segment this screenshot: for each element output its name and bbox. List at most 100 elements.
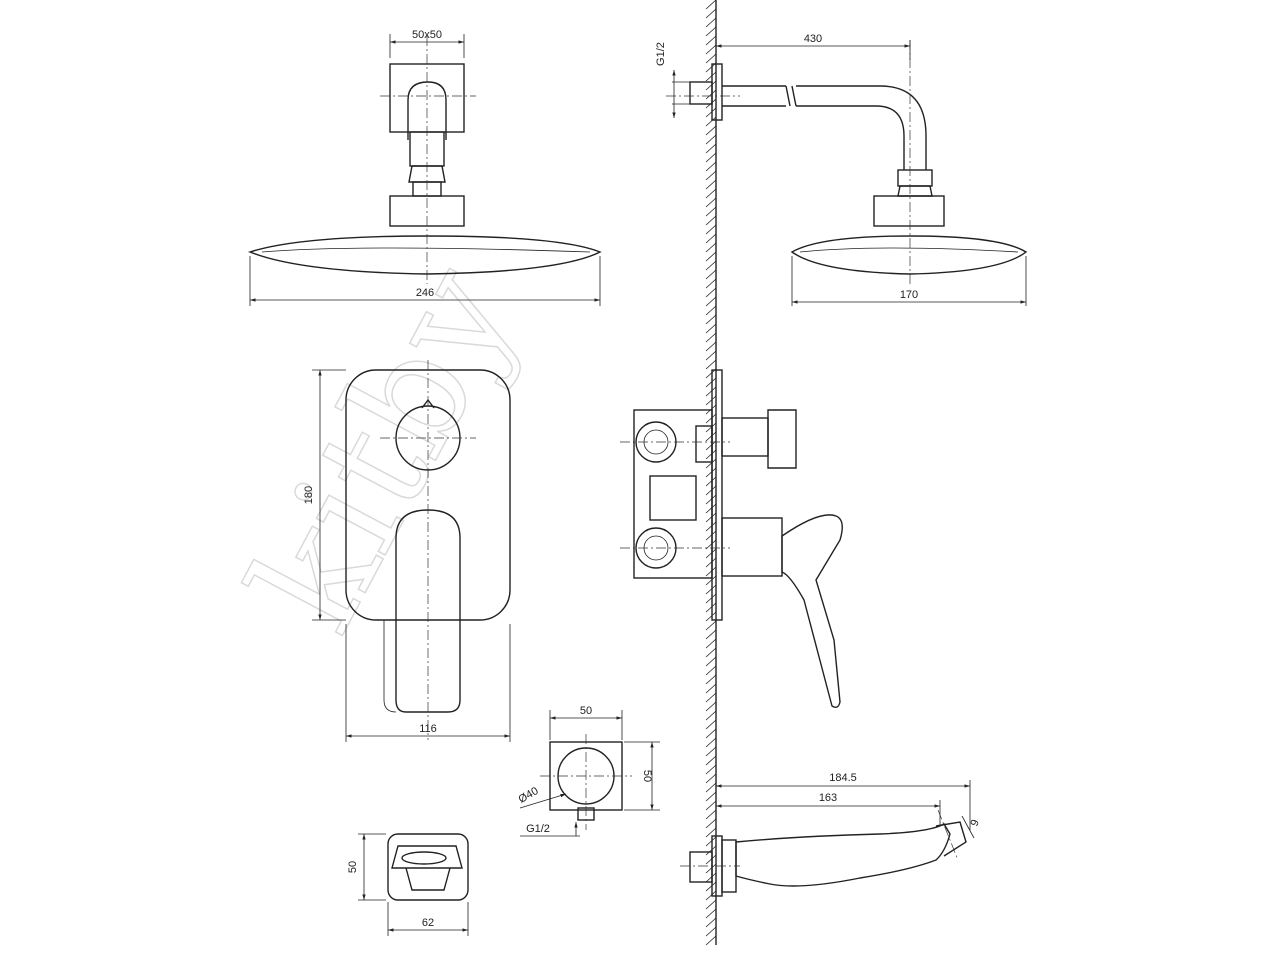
wall-hatch-line — [705, 881, 717, 892]
wall-hatch-line — [705, 791, 717, 802]
wall-hatch-line — [705, 314, 717, 325]
wall-hatch-line — [705, 35, 717, 46]
dim-outlet-thread: G1/2 — [526, 823, 550, 835]
wall-hatch-line — [705, 26, 717, 37]
dim-spout-end-height: 9 — [968, 818, 981, 828]
wall-hatch-line — [705, 215, 717, 226]
wall-hatch-line — [705, 179, 717, 190]
wall-hatch-line — [705, 890, 717, 901]
wall-hatch-line — [705, 8, 717, 19]
wall-hatch-line — [705, 53, 717, 64]
dim-plate-width: 116 — [419, 723, 437, 735]
dim-plate-height: 180 — [303, 486, 315, 504]
wall-hatch-line — [705, 350, 717, 361]
wall-section — [705, 0, 717, 946]
wall-hatch-line — [705, 80, 717, 91]
dim-arm-length: 430 — [804, 33, 822, 45]
wall-hatch-line — [705, 170, 717, 181]
wall-hatch-line — [705, 476, 717, 487]
wall-hatch-line — [705, 854, 717, 865]
wall-hatch-line — [705, 755, 717, 766]
wall-hatch-line — [705, 899, 717, 910]
wall-hatch-line — [705, 233, 717, 244]
wall-hatch-line — [705, 611, 717, 622]
wall-hatch-line — [705, 557, 717, 568]
wall-hatch-line — [705, 800, 717, 811]
wall-hatch-line — [705, 161, 717, 172]
wall-hatch-line — [705, 251, 717, 262]
wall-hatch-line — [705, 125, 717, 136]
wall-hatch-line — [705, 278, 717, 289]
wall-hatch-line — [705, 422, 717, 433]
dim-head-width-front: 246 — [416, 287, 434, 299]
dim-spout-front-width: 62 — [422, 917, 434, 929]
wall-hatch-line — [705, 728, 717, 739]
wall-hatch-line — [705, 107, 717, 118]
wall-hatch-line — [705, 287, 717, 298]
wall-hatch-line — [705, 332, 717, 343]
mixer-plate-front-view: 180 116 — [303, 360, 511, 742]
wall-hatch-line — [705, 746, 717, 757]
wall-hatch-line — [705, 809, 717, 820]
wall-hatch-line — [705, 224, 717, 235]
dim-head-width-side: 170 — [900, 289, 918, 301]
wall-hatch-line — [705, 701, 717, 712]
wall-hatch-line — [705, 782, 717, 793]
wall-hatch-line — [705, 467, 717, 478]
wall-hatch-line — [705, 638, 717, 649]
spout-front-view: 50 62 — [347, 833, 469, 936]
dim-pipe-thread: G1/2 — [655, 42, 667, 66]
wall-hatch-line — [705, 449, 717, 460]
wall-hatch-line — [705, 647, 717, 658]
wall-hatch-line — [705, 17, 717, 28]
wall-hatch-line — [705, 512, 717, 523]
wall-hatch-line — [705, 764, 717, 775]
wall-hatch-line — [705, 935, 717, 946]
wall-hatch-line — [705, 206, 717, 217]
wall-hatch-line — [705, 386, 717, 397]
wall-hatch-line — [705, 143, 717, 154]
dim-outlet-height: 50 — [641, 770, 653, 782]
wall-hatch-line — [705, 269, 717, 280]
wall-hatch-line — [705, 71, 717, 82]
dim-spout-length: 163 — [819, 792, 837, 804]
wall-hatch-line — [705, 917, 717, 928]
wall-hatch-line — [705, 692, 717, 703]
wall-hatch-line — [705, 566, 717, 577]
wall-hatch-line — [705, 737, 717, 748]
wall-hatch-line — [705, 323, 717, 334]
wall-hatch-line — [705, 305, 717, 316]
wall-hatch-line — [705, 503, 717, 514]
wall-hatch-line — [705, 458, 717, 469]
wall-hatch-line — [705, 926, 717, 937]
shower-arm-side-view: G1/2 430 170 — [655, 33, 1028, 306]
wall-hatch-line — [705, 872, 717, 883]
wall-hatch-line — [705, 719, 717, 730]
wall-hatch-line — [705, 620, 717, 631]
wall-hatch-line — [705, 827, 717, 838]
wall-hatch-line — [705, 188, 717, 199]
dim-spout-length-total: 184.5 — [829, 772, 857, 784]
wall-hatch-line — [705, 530, 717, 541]
wall-hatch-line — [705, 908, 717, 919]
wall-hatch-line — [705, 413, 717, 424]
wall-hatch-line — [705, 521, 717, 532]
wall-hatch-line — [705, 845, 717, 856]
wall-hatch-line — [705, 377, 717, 388]
wall-hatch-line — [705, 0, 717, 10]
wall-hatch-line — [705, 134, 717, 145]
mixer-body-side-view — [620, 369, 843, 709]
wall-hatch-line — [705, 89, 717, 100]
wall-hatch-line — [705, 629, 717, 640]
dim-square-mount: 50x50 — [412, 29, 442, 41]
wall-hatch-line — [705, 548, 717, 559]
wall-hatch-line — [705, 260, 717, 271]
wall-hatch-line — [705, 197, 717, 208]
wall-hatch-line — [705, 593, 717, 604]
wall-hatch-line — [705, 152, 717, 163]
wall-hatch-line — [705, 575, 717, 586]
wall-hatch-line — [705, 773, 717, 784]
wall-hatch-line — [705, 44, 717, 55]
wall-hatch-line — [705, 674, 717, 685]
